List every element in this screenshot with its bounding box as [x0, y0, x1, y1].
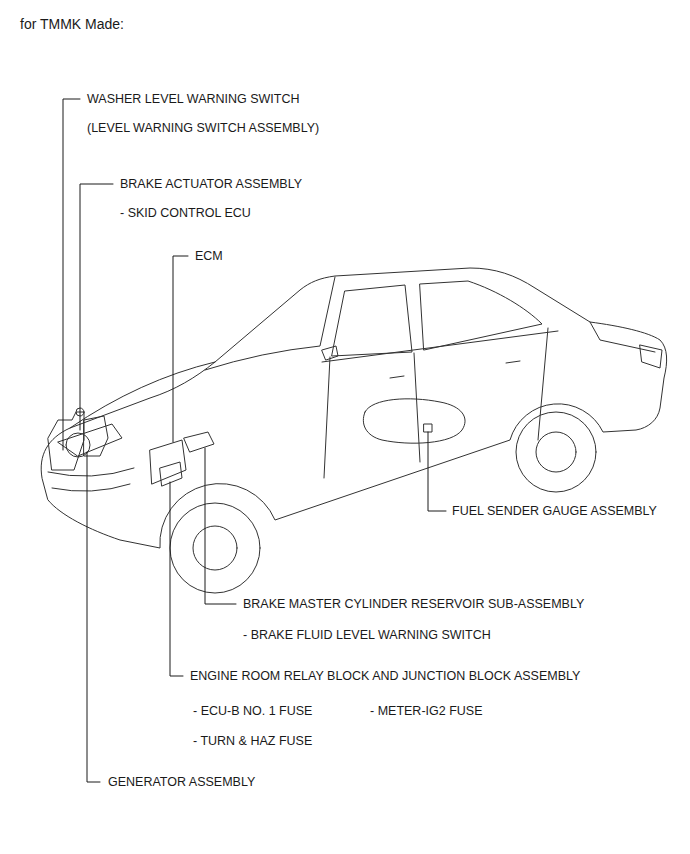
- side-mirror: [322, 346, 338, 360]
- part-label: - BRAKE FLUID LEVEL WARNING SWITCH: [242, 627, 492, 643]
- fuel-sender: [424, 424, 432, 432]
- door-lines: [324, 328, 548, 478]
- brake-actuator: [84, 416, 108, 456]
- part-label: BRAKE ACTUATOR ASSEMBLY: [119, 176, 303, 192]
- washer-tank: [48, 412, 84, 470]
- part-label: - METER-IG2 FUSE: [369, 703, 484, 719]
- relay-block: [160, 462, 182, 486]
- door-handles: [390, 361, 520, 378]
- part-label: ECM: [194, 248, 224, 264]
- grille: [48, 468, 134, 491]
- front-wheel: [170, 503, 260, 593]
- rear-hub: [536, 432, 576, 472]
- car-body: [41, 268, 666, 548]
- rear-door-window: [420, 281, 542, 350]
- headlight: [58, 424, 122, 456]
- master-cylinder: [184, 432, 214, 452]
- part-label: WASHER LEVEL WARNING SWITCH: [86, 91, 301, 107]
- trunk-line: [590, 322, 655, 352]
- part-label: - TURN & HAZ FUSE: [192, 733, 313, 749]
- fuel-tank: [363, 399, 465, 443]
- part-label: GENERATOR ASSEMBLY: [107, 774, 256, 790]
- rear-lamp: [640, 345, 662, 368]
- page-title: for TMMK Made:: [20, 15, 124, 33]
- part-label: FUEL SENDER GAUGE ASSEMBLY: [451, 503, 658, 519]
- part-label: - SKID CONTROL ECU: [119, 205, 252, 221]
- part-label: ENGINE ROOM RELAY BLOCK AND JUNCTION BLO…: [189, 668, 581, 684]
- part-label: BRAKE MASTER CYLINDER RESERVOIR SUB-ASSE…: [242, 596, 585, 612]
- front-hub: [193, 526, 237, 570]
- ecm-box: [150, 440, 186, 484]
- rear-wheel: [516, 412, 596, 492]
- front-door-window: [332, 285, 412, 356]
- part-label: (LEVEL WARNING SWITCH ASSEMBLY): [86, 120, 320, 136]
- part-label: - ECU-B NO. 1 FUSE: [192, 703, 313, 719]
- belt-line: [322, 331, 558, 362]
- windshield: [205, 277, 335, 370]
- generator: [66, 433, 90, 457]
